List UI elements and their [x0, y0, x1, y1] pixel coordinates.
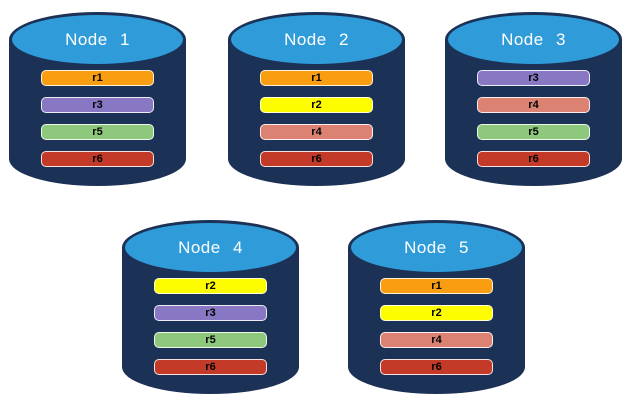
replica-bar-r6: r6 [380, 359, 493, 375]
db-node-4: Node 4 r2 r3 r5 r6 [122, 220, 299, 394]
db-node-1: Node 1 r1 r3 r5 r6 [9, 12, 186, 186]
replica-label: r6 [311, 152, 322, 165]
replica-list: r2 r3 r5 r6 [154, 278, 267, 375]
replica-bar-r2: r2 [154, 278, 267, 294]
replica-bar-r5: r5 [154, 332, 267, 348]
node-title: Node 2 [284, 29, 349, 49]
replica-list: r1 r3 r5 r6 [41, 70, 154, 167]
replica-bar-r6: r6 [154, 359, 267, 375]
replica-list: r3 r4 r5 r6 [477, 70, 590, 167]
replica-bar-r2: r2 [380, 305, 493, 321]
replica-bar-r4: r4 [260, 124, 373, 140]
replica-label: r4 [311, 125, 322, 138]
replica-label: r3 [92, 98, 103, 111]
replica-label: r2 [205, 279, 216, 292]
node-title: Node 3 [501, 29, 566, 49]
replica-label: r3 [528, 71, 539, 84]
replica-list: r1 r2 r4 r6 [260, 70, 373, 167]
cylinder-top: Node 3 [445, 12, 622, 67]
replica-label: r5 [92, 125, 103, 138]
replica-label: r1 [311, 71, 322, 84]
replica-bar-r6: r6 [41, 151, 154, 167]
cylinder-top: Node 4 [122, 220, 299, 275]
replica-label: r5 [528, 125, 539, 138]
replica-label: r5 [205, 333, 216, 346]
cylinder-top: Node 5 [348, 220, 525, 275]
replica-bar-r1: r1 [380, 278, 493, 294]
replica-list: r1 r2 r4 r6 [380, 278, 493, 375]
replica-bar-r4: r4 [380, 332, 493, 348]
replica-label: r4 [431, 333, 442, 346]
replica-bar-r3: r3 [154, 305, 267, 321]
replica-label: r6 [528, 152, 539, 165]
replica-bar-r4: r4 [477, 97, 590, 113]
replica-label: r1 [431, 279, 442, 292]
node-title: Node 1 [65, 29, 130, 49]
replica-bar-r6: r6 [260, 151, 373, 167]
replica-label: r1 [92, 71, 103, 84]
node-title: Node 4 [178, 237, 243, 257]
replica-bar-r5: r5 [41, 124, 154, 140]
cylinder-top: Node 1 [9, 12, 186, 67]
replica-label: r3 [205, 306, 216, 319]
replica-label: r6 [92, 152, 103, 165]
replica-bar-r3: r3 [41, 97, 154, 113]
replica-label: r6 [431, 360, 442, 373]
db-node-3: Node 3 r3 r4 r5 r6 [445, 12, 622, 186]
replica-label: r2 [311, 98, 322, 111]
replica-label: r2 [431, 306, 442, 319]
db-node-2: Node 2 r1 r2 r4 r6 [228, 12, 405, 186]
replica-bar-r1: r1 [41, 70, 154, 86]
replica-bar-r3: r3 [477, 70, 590, 86]
replica-bar-r2: r2 [260, 97, 373, 113]
replica-bar-r6: r6 [477, 151, 590, 167]
cylinder-top: Node 2 [228, 12, 405, 67]
replica-bar-r1: r1 [260, 70, 373, 86]
replica-bar-r5: r5 [477, 124, 590, 140]
replica-label: r6 [205, 360, 216, 373]
replica-label: r4 [528, 98, 539, 111]
node-title: Node 5 [404, 237, 469, 257]
db-node-5: Node 5 r1 r2 r4 r6 [348, 220, 525, 394]
